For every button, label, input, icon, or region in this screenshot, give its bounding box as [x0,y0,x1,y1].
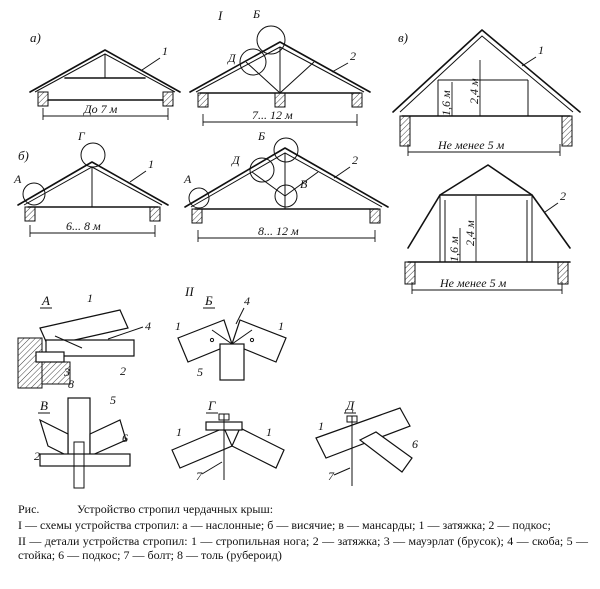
detail-D: Д 1 6 7 [315,398,418,486]
scheme-v-mansard-bottom: 1,6 м 2,4 м 2 Не менее 5 м [404,164,571,294]
detail-title-A: А [41,293,50,308]
label-D-7: 7 [328,469,335,483]
caption-prefix: Рис. [18,502,40,516]
height-label-2: 2,4 м [467,78,481,104]
roman-I: I [217,8,223,23]
label-B-5: 5 [197,365,203,379]
detail-marker-B2: Б [257,129,265,143]
detail-marker-A: А [13,172,22,186]
detail-marker-A2: А [183,172,192,186]
label-2: 2 [350,49,356,63]
scheme-label-b: б) [18,148,29,163]
label-1-b: 1 [148,157,154,171]
detail-marker-B: Б [252,7,260,21]
detail-title-G: Г [207,398,216,413]
detail-title-D: Д [344,398,355,413]
span-label-6-8: 6... 8 м [66,219,101,233]
label-B-4: 4 [244,294,250,308]
span-label-v2: Не менее 5 м [439,276,507,290]
scheme-b-hanging-8-12: Б Д В А 2 8... 12 м [183,129,389,242]
height-label-4: 2,4 м [463,220,477,246]
caption-title-row: Рис. Устройство стропил чердачных крыш: [18,502,588,516]
label-A-8: 8 [68,377,74,391]
span-label-8-12: 8... 12 м [258,224,299,238]
label-D-6: 6 [412,437,418,451]
caption-line-1: I — схемы устройства стропил: а — наслон… [18,518,551,532]
roman-II: II [184,284,194,299]
label-V-5: 5 [110,393,116,407]
height-label-1: 1,6 м [439,90,453,116]
label-A-2: 2 [120,364,126,378]
detail-marker-D: Д [227,51,237,65]
detail-title-B: Б [204,293,213,308]
scheme-v-mansard-top: в) 1,6 м 2,4 м 1 Не менее 5 м [392,29,581,156]
label-G-1b: 1 [266,425,272,439]
figure-caption: Рис. Устройство стропил чердачных крыш: … [18,502,588,562]
scheme-label-a: а) [30,30,41,45]
detail-A: А 1 4 2 3 8 [17,291,151,391]
scheme-b-hanging-6-8: б) Г А 1 6... 8 м [13,129,169,237]
label-2-mansard: 2 [560,189,566,203]
detail-B: Б 4 1 1 5 [175,293,287,381]
span-label-v1: Не менее 5 м [437,138,505,152]
scheme-label-v: в) [398,30,408,45]
scheme-hanging-7-12: Б Д 2 7... 12 м [189,7,371,126]
caption-title: Устройство стропил чердачных крыш: [77,502,274,516]
span-label-7-12: 7... 12 м [252,108,293,122]
detail-V: В 5 6 2 [34,393,131,489]
label-A-3: 3 [63,365,70,379]
detail-title-V: В [40,398,48,413]
label-A-4: 4 [145,319,151,333]
label-G-1a: 1 [176,425,182,439]
label-2-b: 2 [352,153,358,167]
label-B-1a: 1 [175,319,181,333]
caption-line-2: II — детали устройства стропил: 1 — стро… [18,534,588,562]
detail-marker-V: В [300,177,308,191]
label-G-7: 7 [196,469,203,483]
label-D-1: 1 [318,419,324,433]
label-V-6: 6 [122,431,128,445]
label-1-mansard: 1 [538,43,544,57]
detail-marker-D2: Д [231,153,241,167]
detail-G: Г 1 1 7 [171,398,285,483]
span-label-a: До 7 м [83,102,118,116]
height-label-3: 1,6 м [447,236,461,262]
label-B-1b: 1 [278,319,284,333]
detail-marker-G: Г [77,129,86,143]
scheme-a-layered-rafters: а) До 7 м 1 [29,30,181,120]
label-1: 1 [162,44,168,58]
label-A-1: 1 [87,291,93,305]
label-V-2: 2 [34,449,40,463]
